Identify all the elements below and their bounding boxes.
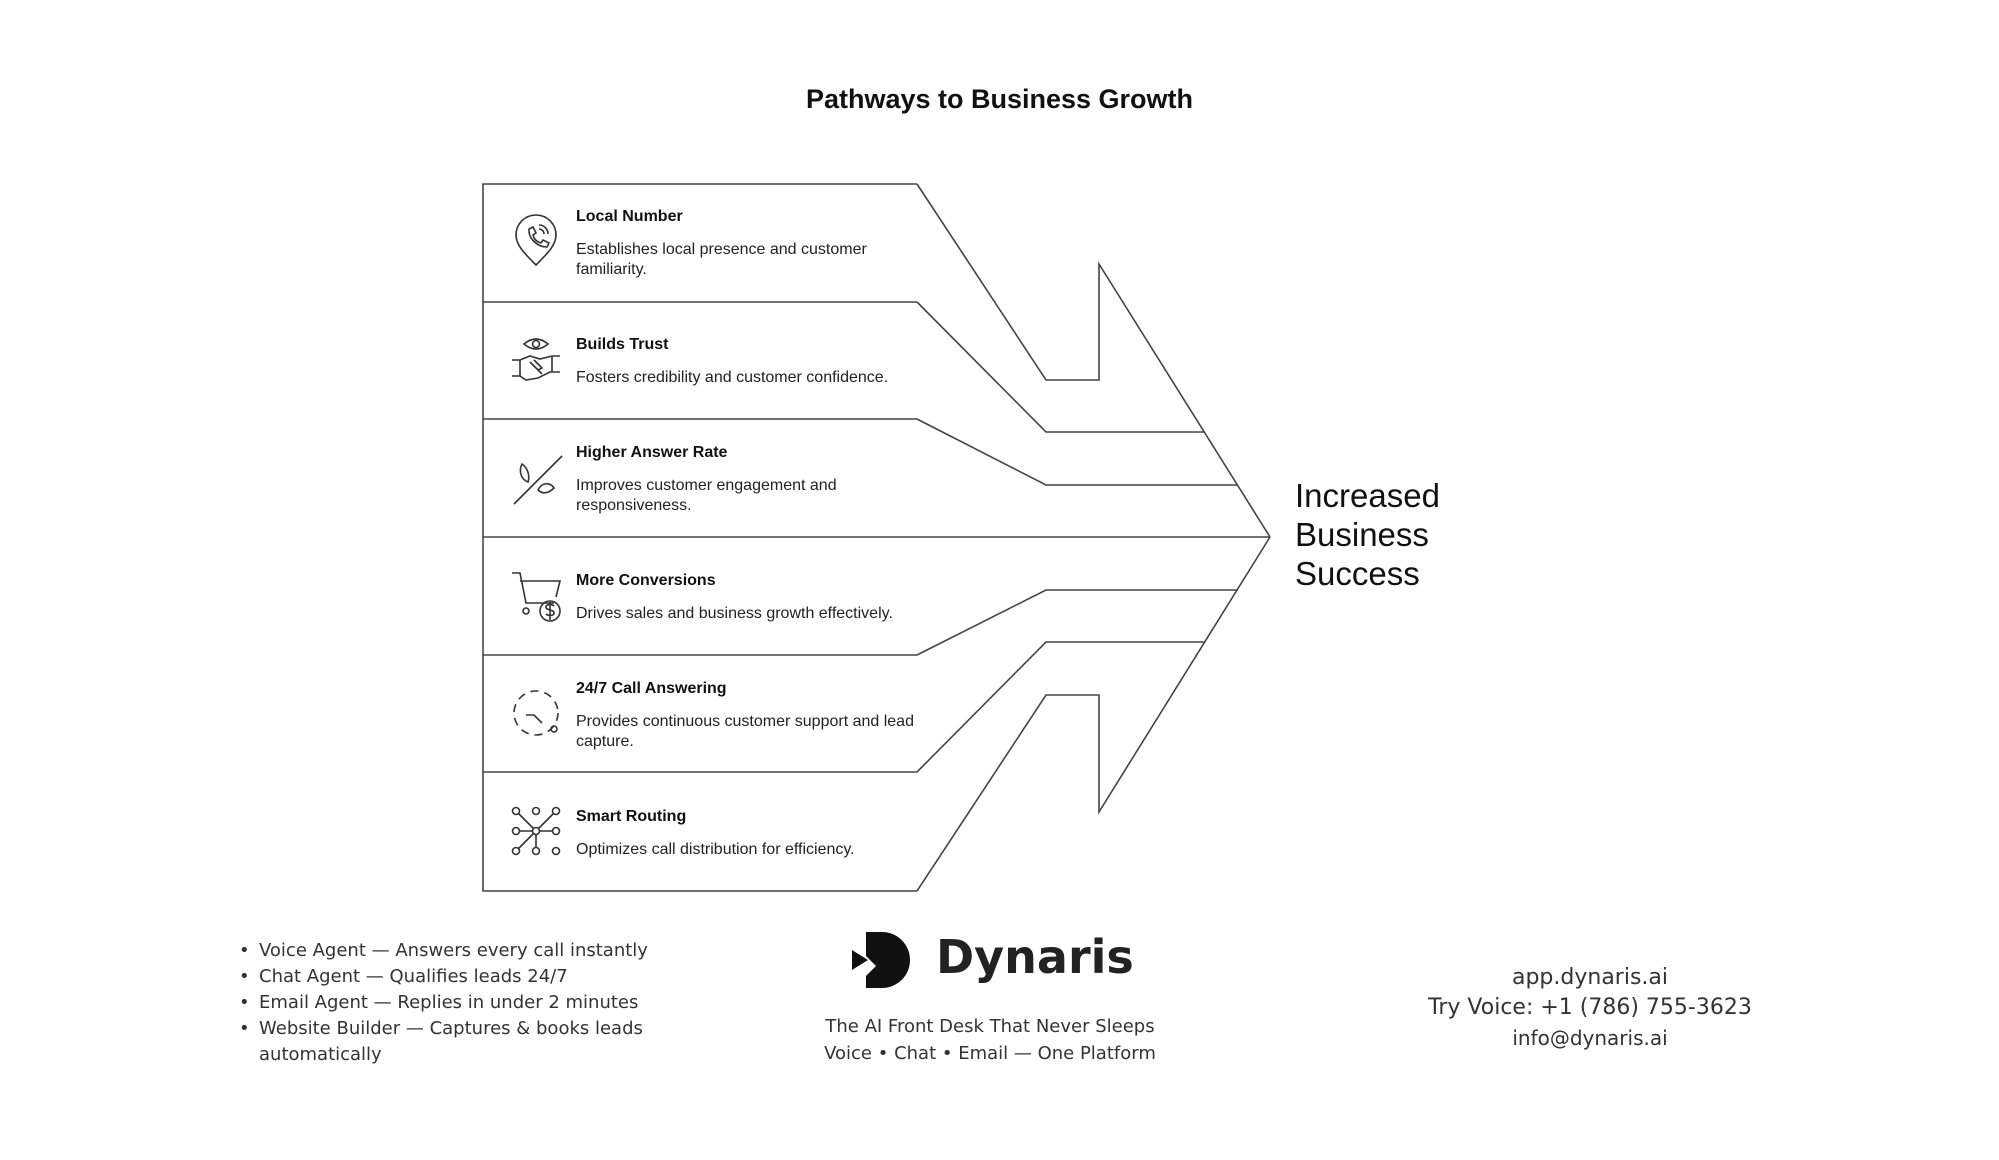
- dynaris-logo-mark-icon: [852, 932, 910, 988]
- feature-item: Voice Agent — Answers every call instant…: [239, 938, 673, 964]
- contact-block: app.dynaris.ai Try Voice: +1 (786) 755-3…: [1400, 963, 1780, 1053]
- outcome-line: Increased: [1295, 477, 1440, 514]
- pathway-description: Drives sales and business growth effecti…: [576, 605, 893, 622]
- pathway-title: Smart Routing: [576, 808, 687, 825]
- email-link[interactable]: info@dynaris.ai: [1512, 1026, 1668, 1050]
- pathway-title: 24/7 Call Answering: [576, 680, 727, 697]
- pathway-description: Fosters credibility and customer confide…: [576, 369, 889, 386]
- routing-network-icon: [508, 803, 564, 859]
- pathway-higher-answer-rate: Higher Answer Rate Improves customer eng…: [576, 444, 916, 516]
- voice-phone-link[interactable]: Try Voice: +1 (786) 755-3623: [1428, 995, 1752, 1020]
- feature-item: Chat Agent — Qualifies leads 24/7: [239, 964, 673, 990]
- brand-tagline-block: The AI Front Desk That Never Sleeps Voic…: [780, 1013, 1200, 1067]
- dynaris-logo: Dynaris: [852, 926, 1134, 992]
- clock-dashed-icon: [508, 685, 564, 741]
- diagram-title: Pathways to Business Growth: [805, 84, 1194, 114]
- pathway-smart-routing: Smart Routing Optimizes call distributio…: [576, 808, 916, 860]
- cart-dollar-icon: [508, 567, 564, 623]
- feature-item: Email Agent — Replies in under 2 minutes: [239, 990, 673, 1016]
- phone-location-pin-icon: [508, 213, 564, 269]
- pathway-more-conversions: More Conversions Drives sales and busine…: [576, 572, 916, 624]
- pathway-title: Local Number: [576, 208, 683, 225]
- brand-name: Dynaris: [936, 930, 1134, 984]
- outcome-line: Success: [1295, 555, 1420, 592]
- arrow-bottom-notch: [916, 536, 1271, 892]
- website-link[interactable]: app.dynaris.ai: [1511, 965, 1669, 990]
- arrow-top-notch: [916, 183, 1271, 538]
- pathway-description: Improves customer engagement and respons…: [576, 477, 837, 514]
- outcome-label: Increased Business Success: [1295, 476, 1495, 593]
- brand-tagline: The AI Front Desk That Never Sleeps: [825, 1016, 1155, 1037]
- pathway-description: Provides continuous customer support and…: [576, 713, 914, 750]
- pathway-builds-trust: Builds Trust Fosters credibility and cus…: [576, 336, 916, 388]
- pathway-description: Optimizes call distribution for efficien…: [576, 841, 855, 858]
- pathway-title: Higher Answer Rate: [576, 444, 728, 461]
- pathway-24-7-call-answering: 24/7 Call Answering Provides continuous …: [576, 680, 916, 752]
- feature-item: Website Builder — Captures & books leads…: [239, 1016, 673, 1068]
- pathway-title: Builds Trust: [576, 336, 669, 353]
- pathway-description: Establishes local presence and customer …: [576, 241, 867, 278]
- brand-channels: Voice • Chat • Email — One Platform: [824, 1043, 1156, 1064]
- feature-list: Voice Agent — Answers every call instant…: [235, 938, 673, 1068]
- answer-rate-leaf-icon: [508, 450, 564, 506]
- pathway-local-number: Local Number Establishes local presence …: [576, 208, 916, 280]
- handshake-eye-icon: [508, 332, 564, 388]
- outcome-line: Business: [1295, 516, 1429, 553]
- pathway-title: More Conversions: [576, 572, 716, 589]
